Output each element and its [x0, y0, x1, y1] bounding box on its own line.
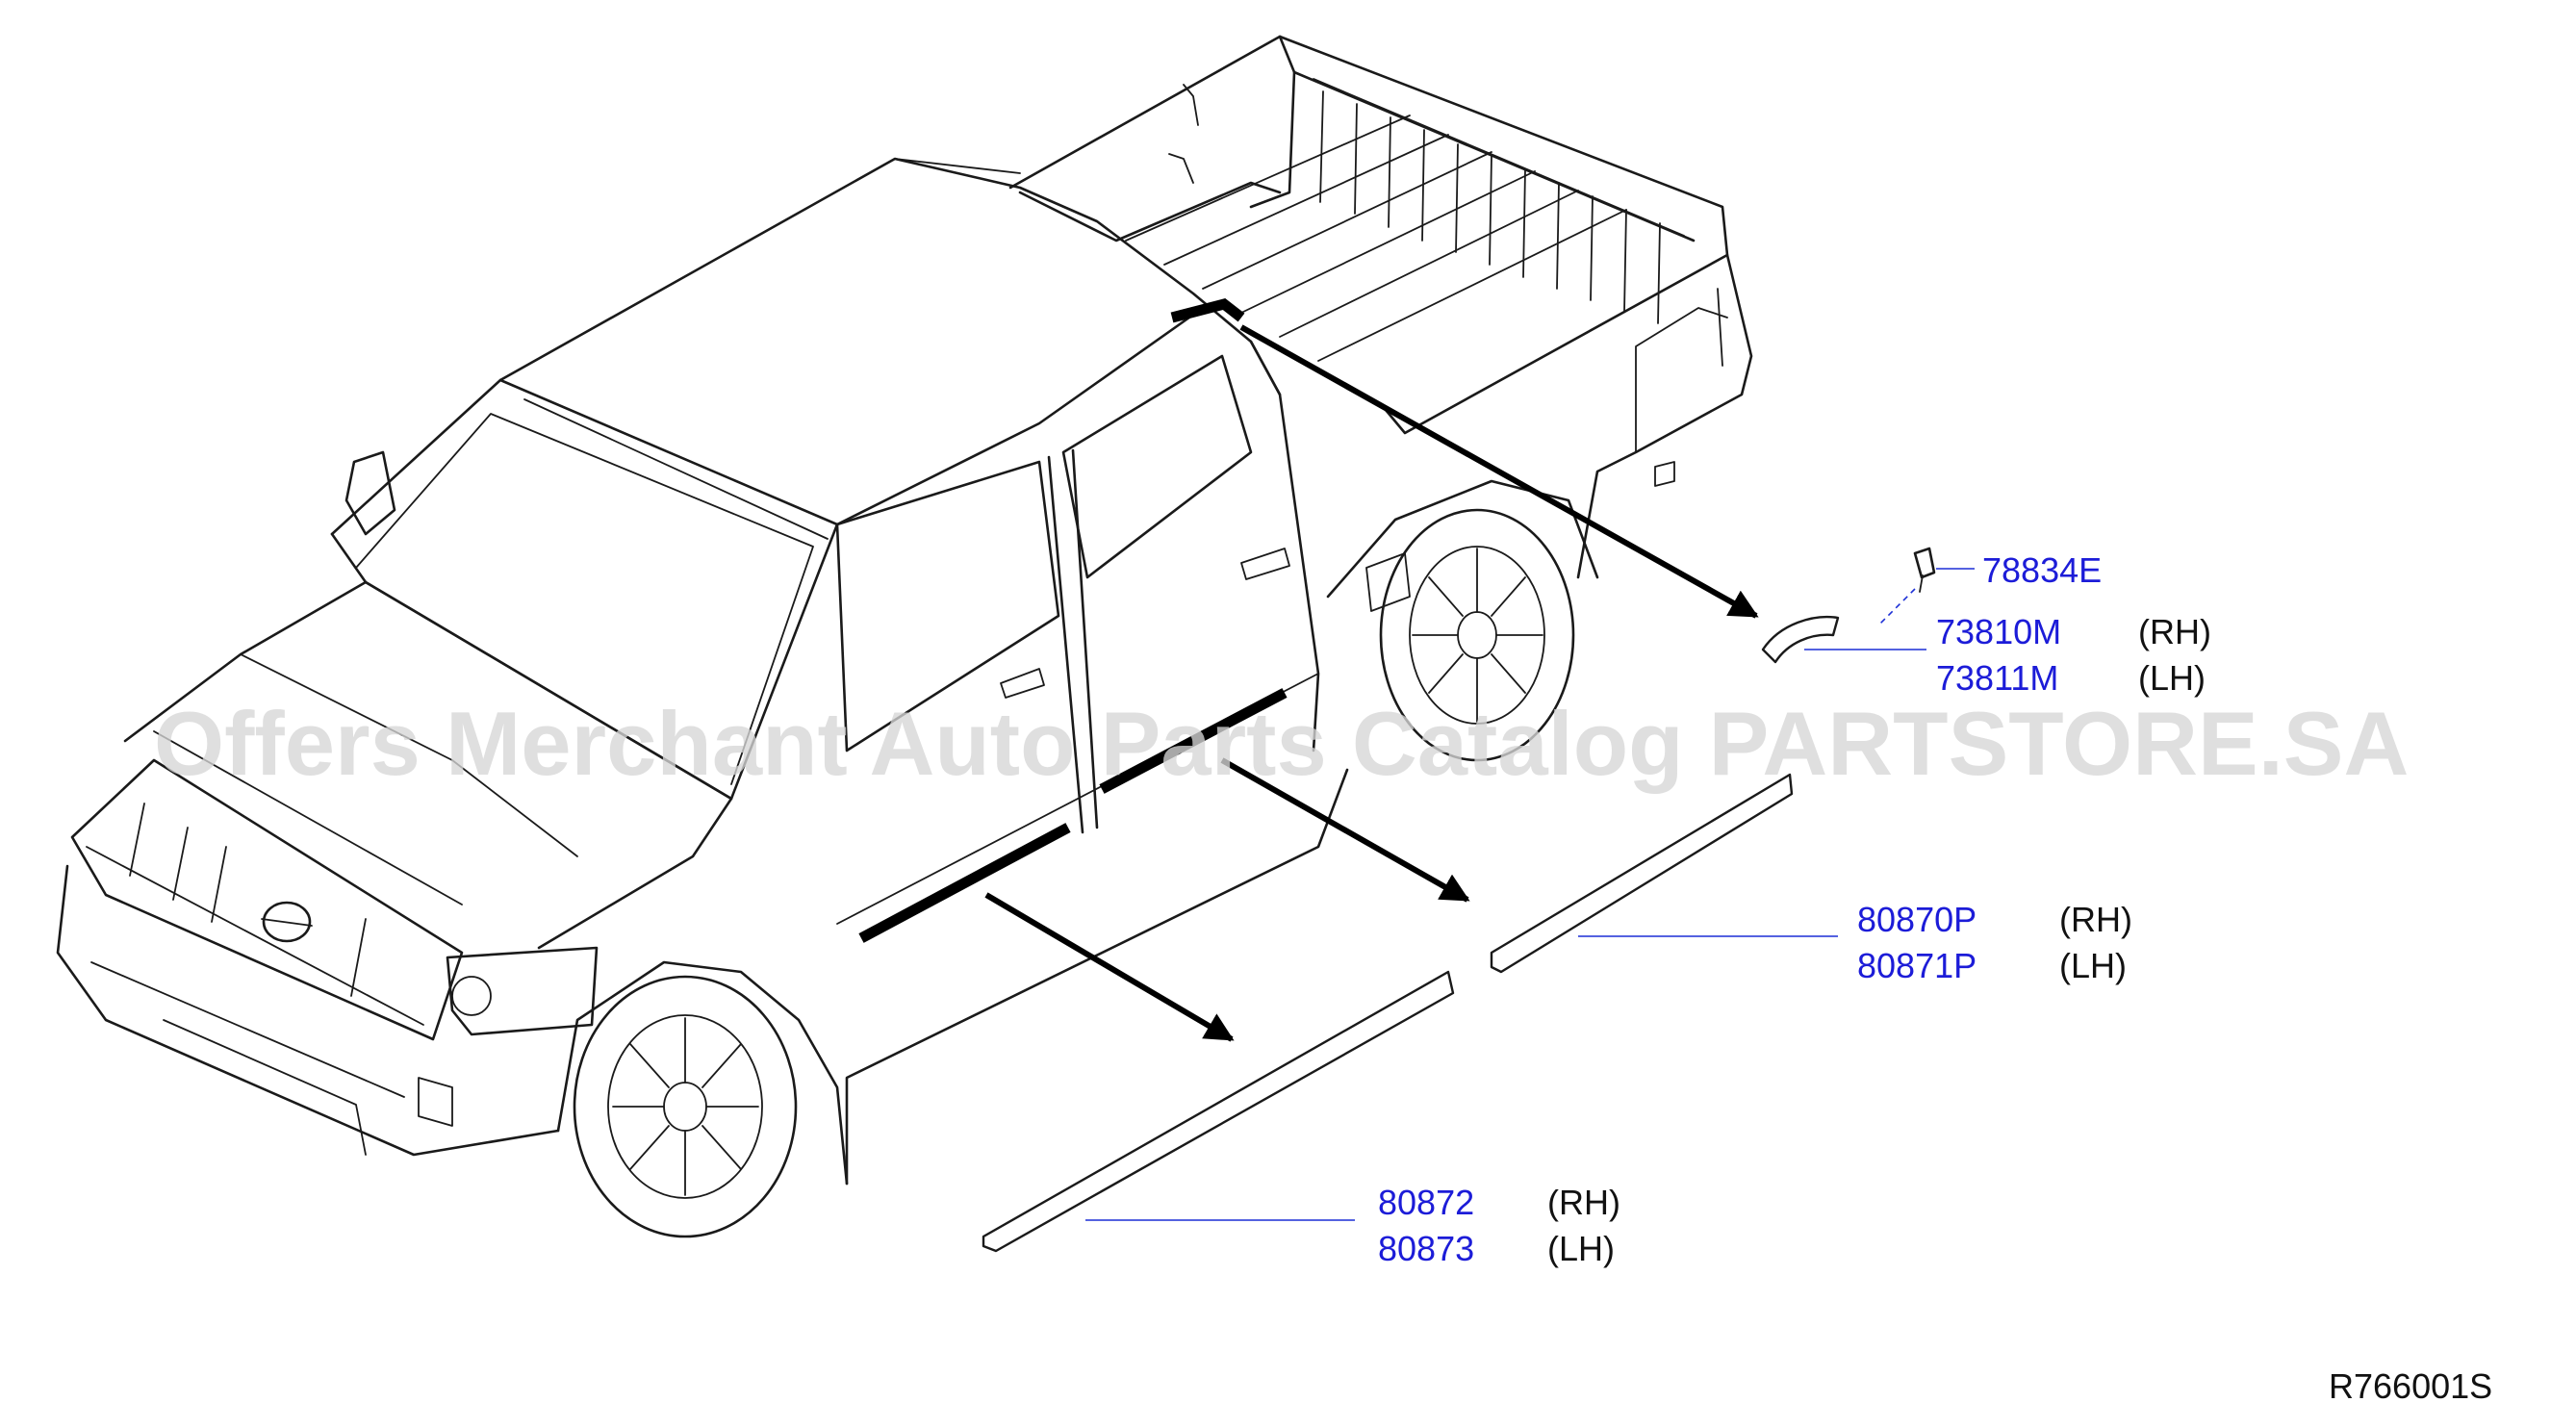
- pointer-arrows: [984, 324, 1759, 1042]
- side-label-80870p: (RH): [2059, 900, 2132, 939]
- part-number-80872[interactable]: 80872: [1378, 1183, 1474, 1222]
- molding-location-indicators: [858, 297, 1288, 943]
- leader-lines: [1085, 568, 1975, 1221]
- side-label-80871p: (LH): [2059, 946, 2127, 985]
- pickup-truck-line-art: [56, 35, 1753, 1238]
- fender-molding-icon: [1761, 616, 1840, 664]
- part-number-73811m[interactable]: 73811M: [1936, 658, 2058, 698]
- part-number-80870p[interactable]: 80870P: [1857, 900, 1977, 939]
- watermark-text: Offers Merchant Auto Parts Catalog PARTS…: [154, 693, 2409, 794]
- part-number-80871p[interactable]: 80871P: [1857, 946, 1977, 985]
- rear-door-molding-icon: [1490, 773, 1794, 974]
- side-label-80872: (RH): [1547, 1183, 1620, 1222]
- side-label-73810m: (RH): [2138, 612, 2211, 651]
- part-number-80873[interactable]: 80873: [1378, 1229, 1474, 1268]
- part-number-78834e[interactable]: 78834E: [1982, 550, 2102, 590]
- diagram-reference-code: R766001S: [2329, 1366, 2492, 1406]
- side-label-80873: (LH): [1547, 1229, 1615, 1268]
- clip-fastener-icon: [1877, 547, 1936, 626]
- front-door-molding-icon: [982, 970, 1455, 1253]
- side-label-73811m: (LH): [2138, 658, 2206, 698]
- part-number-73810m[interactable]: 73810M: [1936, 612, 2061, 651]
